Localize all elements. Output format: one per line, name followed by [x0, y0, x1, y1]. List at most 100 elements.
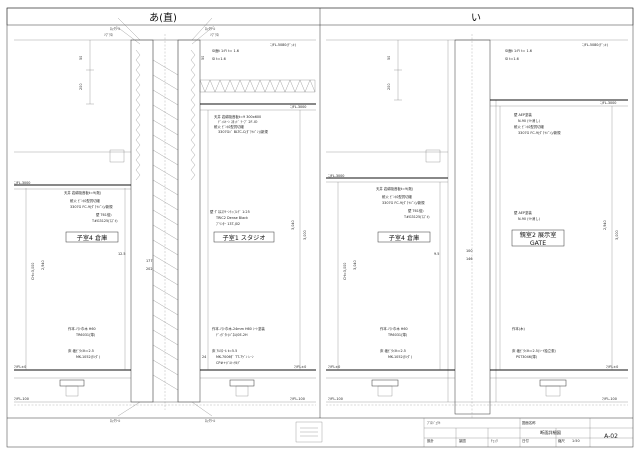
tb-field-draw: 製図: [459, 438, 466, 443]
r-ceil-note-l1: 天井 岩綿吸音板t=9(既): [376, 186, 414, 191]
level-ceiling-right: ﾆ/FL-3000: [290, 105, 306, 109]
r-level-floor-left: ﾏﾂFL±0: [328, 365, 340, 369]
dim-mid-1: 177: [146, 259, 152, 263]
bottom-label-1: ﾛｯｸｳｰﾙ: [110, 418, 120, 423]
skirt-left-2: TR6031(薄): [75, 332, 96, 337]
tb-field-project: ﾌﾟﾛｼﾞｪｸﾄ: [427, 420, 441, 425]
roof-insulation: [199, 79, 316, 93]
r-dim-top-1: 200: [387, 84, 391, 90]
r-skirt-left-2: TR6031(薄): [387, 332, 408, 337]
ceil-note-l3: 3307G FC-9(ﾀﾞｸﾄﾊﾟﾝ)/新規: [70, 204, 113, 209]
room-label-box-right: [213, 231, 275, 243]
r-dim-mid-2: 146: [466, 257, 472, 261]
dim-v3: 3,040: [291, 220, 295, 230]
wall-note-r3: ﾌﾟﾘﾝﾀｰ 13T-J02: [216, 221, 240, 226]
r-ceil-note-l5: T#G3125(ﾏｽﾞｷ): [403, 214, 430, 219]
tb-scale: 1:50: [572, 439, 580, 443]
tb-field-check: ﾁｪｯｸ: [491, 438, 498, 443]
r-room-b-1: 親室2 展示室: [520, 231, 557, 239]
floor-left-2: MK-1052(ﾀﾝﾀﾞ): [76, 354, 101, 359]
dim-top-1: 200: [79, 84, 83, 90]
level-base-left: ﾏﾂFL-100: [14, 397, 29, 401]
r-ceil-note-l2: 耐火 ﾋﾟﾝﾎﾛ型貫切継: [382, 194, 413, 199]
r-room-a: 子室4 倉庫: [389, 234, 420, 242]
skirt-right-2: ﾃﾞｨﾀﾞｸﾄ(ﾊﾟﾈﾙ)0E-2H: [216, 332, 248, 337]
board-note-2: SI t=1.6: [212, 57, 226, 61]
r-skirt-left-1: 作本.ｿﾌﾄ巾木 H60: [380, 326, 408, 331]
r-level-base-right: ﾏﾂFL-100: [602, 397, 617, 401]
r-dim-top-2: 50: [387, 56, 391, 60]
ceil-note-l4: 壁 T61倍): [96, 212, 112, 217]
floor-right-2: MK-7006ﾀﾞ TT-7ｹﾞﾝ ﾚｰﾝ: [216, 354, 254, 359]
dim-mid-3: 12.5: [118, 252, 126, 256]
right-panel-title: い: [471, 13, 481, 24]
r-board-note-1: SI面t 1:Fl t= 1.6: [505, 48, 532, 53]
r-wall-note-1: 壁 AEP塗装: [514, 210, 532, 215]
dim-mid-2: 202: [146, 267, 152, 271]
r-dim-v1: CH=3,000: [343, 263, 347, 280]
partition-wall: [454, 39, 491, 415]
ceil-note-r4: 3307Gﾊﾞ BLTC-C(ﾀﾞｸﾄﾊﾟﾝ)/新規: [218, 129, 268, 134]
ceil-note-r1: 天井 岩綿吸音板t=9 300x600: [214, 114, 261, 119]
top-label-2: ｿﾌﾞｸﾛ: [104, 32, 113, 37]
bottom-label-2: ﾛｯｸｳｰﾙ: [205, 418, 215, 423]
r-dim-v3: 2,940: [603, 220, 607, 230]
tb-drawing-title: 断面詳細図: [540, 429, 561, 436]
tb-sheet-no: A-02: [604, 433, 618, 440]
r-floor-right-2: PST3046(薄): [516, 354, 538, 359]
wall-core: [152, 39, 179, 403]
dim-bottom: 24: [202, 355, 206, 359]
r-ceil-note-r3: 耐火 ﾋﾟﾝﾎﾛ型貫切継: [514, 124, 545, 129]
r-wall-note-2: N-90 (ﾂﾔ消し): [518, 216, 541, 221]
r-level-base-left: ﾏﾂFL-100: [328, 397, 343, 401]
r-board-note-2: SI t=1.6: [505, 57, 519, 61]
floor-right-3: CP#+ﾎﾞﾙﾄ:ｻﾙﾃﾞ: [216, 360, 241, 365]
dim-v4: 3,000: [303, 230, 307, 240]
tb-field-date: 日付: [522, 438, 529, 443]
r-dim-v2: 3,040: [353, 260, 357, 270]
floor-block-r-left: [371, 379, 399, 387]
r-ceil-note-l3: 3307G FC-9(ﾀﾞｸﾄﾊﾟﾝ)/新規: [382, 200, 425, 205]
top-label-1: ﾛｯｸｳｰﾙ: [110, 26, 120, 31]
floor-right-1: 床 ｱﾙﾐﾛｰﾙ t=5.5: [212, 348, 237, 353]
level-top-left: ﾆ/FL-5080(ﾃﾞｯｷ): [270, 42, 297, 47]
floor-block-r-right: [539, 379, 567, 387]
r-ceil-note-r2: N-90 (ﾂﾔ消し): [518, 118, 541, 123]
r-level-ceiling: ﾆ/FL-3000: [600, 101, 616, 105]
left-section: [14, 17, 316, 417]
room-b-left: 子室1 スタジオ: [222, 234, 265, 242]
r-ceil-note-r1: 壁 AEP塗装: [514, 112, 532, 117]
top-label-3: ﾛｯｸｳｰﾙ: [205, 26, 215, 31]
wall-right: [177, 39, 201, 403]
r-level-floor-right: ﾏﾂFL±0: [606, 365, 618, 369]
r-floor-left-1: 床 塩ﾋﾞﾀｲﾙt=2.5: [380, 348, 406, 353]
r-ceil-note-l4: 壁 T61倍): [408, 208, 424, 213]
r-skirt-right-1: 作本(木): [512, 326, 525, 331]
wall-note-r1: 壁 ｸﾞﾛｽｽｸﾘｰﾝﾃｨ:ﾌﾚﾃﾞ 1:25: [210, 209, 250, 214]
left-panel-title: あ(直): [149, 11, 177, 24]
right-section: [326, 34, 628, 418]
r-floor-right-1: 床 塩ﾋﾞﾀｲﾙt=2.5(ｼｰﾄ独立張): [512, 348, 556, 353]
wall-note-r2: TRIC2 Dense Black: [215, 216, 248, 220]
skirt-left-1: 作本.ｿﾌﾄ巾木 H60: [68, 326, 96, 331]
floor-left-1: 床 塩ﾋﾞﾀｲﾙt=2.5: [68, 348, 94, 353]
level-ceiling-left: ﾆ/FL-3000: [14, 181, 30, 185]
room-label-box-r-left: [377, 231, 431, 243]
level-floor-right: ﾏﾂFL±0: [294, 365, 306, 369]
room-label-box-r-right: [511, 229, 565, 247]
room-a-left: 子室4 倉庫: [77, 234, 108, 242]
title-block: [7, 417, 633, 447]
skirt-right-1: 作本.ｿﾌﾄ巾木-24mm H60 ｼｰﾄ塗装: [212, 326, 265, 331]
tb-field-scale: 縮尺: [558, 438, 565, 443]
ceil-note-r3: 耐火 ﾋﾟﾝﾎﾛ型貫切継: [214, 124, 245, 129]
top-label-4: ｿﾌﾞｸﾛ: [210, 32, 219, 37]
ceil-note-l1: 天井 岩綿吸音板t=9(既): [64, 190, 102, 195]
floor-block-right: [229, 379, 255, 387]
board-note-1: SI面t 1:Fl t= 1.6: [212, 48, 239, 53]
level-floor-left: ﾏﾂFL±0: [14, 365, 26, 369]
r-level-ceiling-left: ﾆ/FL-3000: [328, 174, 344, 178]
dim-v1: CH=3,000: [31, 263, 35, 280]
tb-field-design: 設計: [427, 438, 434, 443]
